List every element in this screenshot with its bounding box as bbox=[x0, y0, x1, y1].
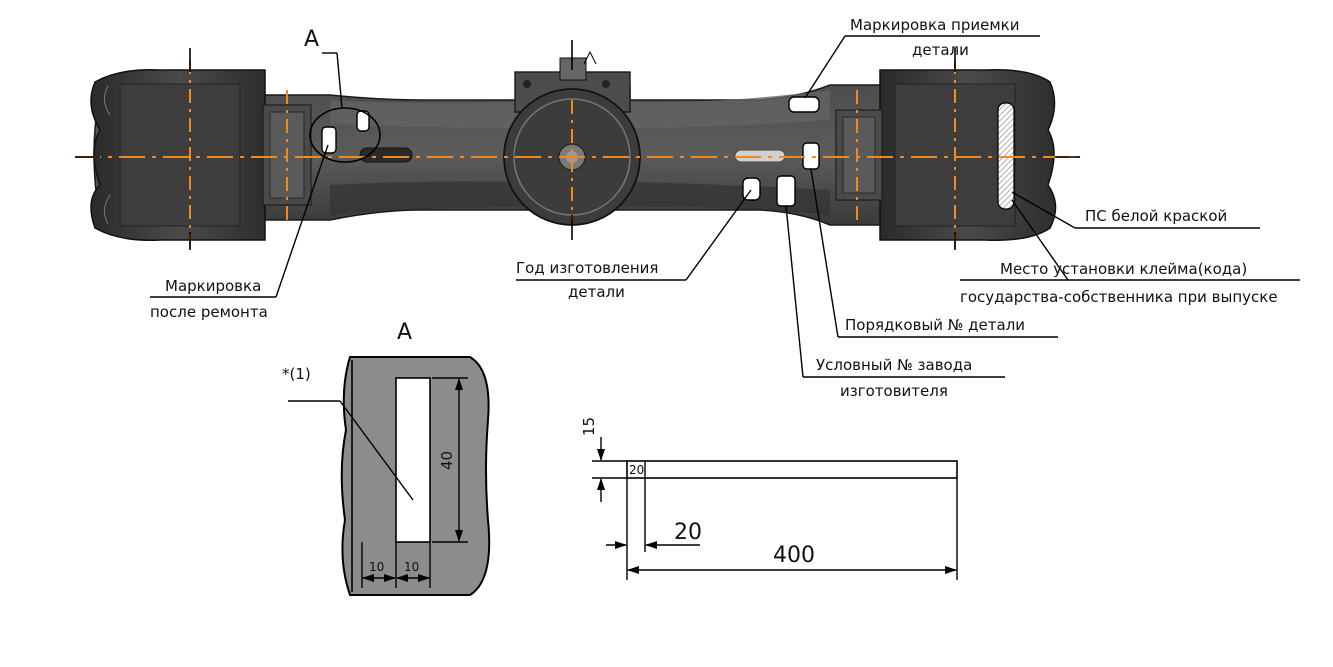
plant-number-pad bbox=[776, 175, 796, 207]
year-label-line1: Год изготовления bbox=[516, 259, 658, 277]
detail-a-circle bbox=[309, 107, 381, 163]
detail-slot bbox=[395, 377, 431, 543]
serial-number-pad bbox=[802, 142, 820, 170]
strip-offset-dim: 20 bbox=[674, 520, 702, 545]
detail-note: *(1) bbox=[282, 365, 311, 383]
year-label-line2: детали bbox=[568, 283, 625, 301]
callout-acceptance: Маркировка приемки детали bbox=[804, 16, 1040, 99]
acceptance-label-line1: Маркировка приемки bbox=[850, 16, 1019, 34]
white-paint-label: ПС белой краской bbox=[1085, 207, 1227, 225]
callout-plant-number: Условный № завода изготовителя bbox=[785, 205, 1005, 400]
view-label-main: А bbox=[304, 27, 319, 52]
strip-height-dim: 15 bbox=[580, 417, 598, 436]
state-stamp-line1: Место установки клейма(кода) bbox=[1000, 260, 1247, 278]
plant-number-line1: Условный № завода bbox=[816, 356, 972, 374]
detail-a-view: А *(1) 40 10 10 bbox=[282, 320, 491, 596]
callout-serial-number: Порядковый № детали bbox=[810, 168, 1058, 338]
detail-width-dim-left: 10 bbox=[369, 560, 384, 574]
view-label-detail: А bbox=[397, 320, 412, 345]
center-lines bbox=[75, 60, 1080, 250]
marking-pads bbox=[321, 96, 1015, 210]
callout-state-stamp: Место установки клейма(кода) государства… bbox=[960, 199, 1300, 306]
callout-year: Год изготовления детали bbox=[516, 189, 752, 301]
repair-label-line2: после ремонта bbox=[150, 303, 268, 321]
callout-white-paint: ПС белой краской bbox=[1011, 191, 1260, 229]
repair-mark-pad-1 bbox=[321, 126, 337, 154]
repair-label-line1: Маркировка bbox=[165, 277, 261, 295]
center-ticks bbox=[75, 48, 1080, 250]
detail-height-dim: 40 bbox=[438, 451, 456, 470]
callout-repair: Маркировка после ремонта bbox=[150, 144, 329, 321]
detail-width-dim-right: 10 bbox=[404, 560, 419, 574]
serial-number-label: Порядковый № детали bbox=[845, 316, 1025, 334]
acceptance-label-line2: детали bbox=[912, 41, 969, 59]
strip-length-dim: 400 bbox=[773, 543, 815, 568]
strip-cell-label: 20 bbox=[629, 463, 644, 477]
strip-view: 20 15 20 400 bbox=[580, 417, 958, 580]
state-stamp-line2: государства-собственника при выпуске bbox=[960, 288, 1278, 306]
acceptance-mark-pad bbox=[788, 96, 820, 113]
strip-outline bbox=[626, 460, 958, 479]
plant-number-line2: изготовителя bbox=[840, 382, 948, 400]
